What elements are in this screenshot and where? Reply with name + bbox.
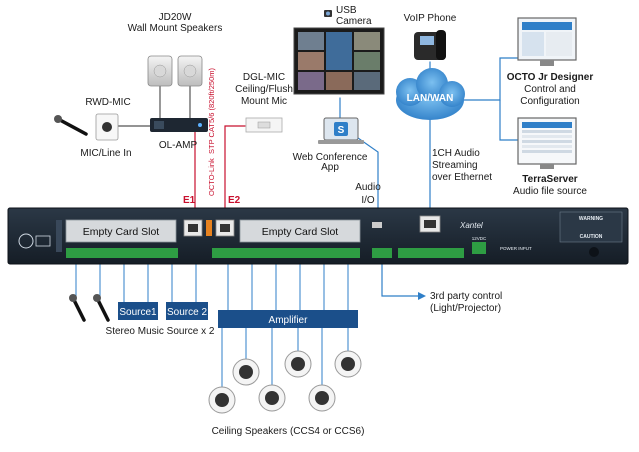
laptop-icon: S <box>318 117 364 144</box>
ceiling-speaker-icon <box>334 350 362 378</box>
e1-label: E1 <box>183 195 196 206</box>
lan-wan-label: LAN/WAN <box>407 93 454 104</box>
usb-camera-label-2: Camera <box>336 16 372 27</box>
ceiling-speaker-icon <box>284 350 312 378</box>
third-party-label-2: (Light/Projector) <box>430 303 501 314</box>
empty-card-slot-left: Empty Card Slot <box>83 226 160 238</box>
dgl-mic-label-1: DGL-MIC <box>243 72 285 83</box>
cable-spec-label: STP CAT5/6 (820ft/250m) <box>207 67 216 154</box>
microphone-icon <box>69 294 86 322</box>
dgl-mic-label-2: Ceiling/Flush <box>235 84 293 95</box>
voip-phone-label: VoIP Phone <box>404 13 457 24</box>
audio-io-label-2: I/O <box>361 195 375 206</box>
octo-designer-label-2: Control and <box>524 84 576 95</box>
ol-amp-device <box>150 118 208 132</box>
audio-stream-label-3: over Ethernet <box>432 172 492 183</box>
octo-link-cable-label: OCTO-Link STP CAT5/6 (820ft/250m) <box>207 67 216 196</box>
terraserver-label-2: Audio file source <box>513 186 587 197</box>
amplifier-label: Amplifier <box>269 315 309 326</box>
power-input-text: POWER INPUT <box>500 246 532 251</box>
web-conf-label-1: Web Conference <box>293 152 368 163</box>
stereo-music-label: Stereo Music Source x 2 <box>106 326 215 337</box>
third-party-label-1: 3rd party control <box>430 291 502 302</box>
video-conference-screen <box>293 27 385 95</box>
audio-stream-label-1: 1CH Audio <box>432 148 480 159</box>
ceiling-speaker-icon <box>258 384 286 412</box>
microphone-icon <box>93 294 110 322</box>
octo-rack-device <box>7 207 629 265</box>
voltage-text: 12VDC <box>472 236 487 241</box>
web-conf-label-2: App <box>321 162 339 173</box>
svg-text:S: S <box>338 125 345 136</box>
usb-camera-icon <box>324 10 332 17</box>
dgl-mic-label-3: Mount Mic <box>241 96 287 107</box>
rwd-mic-label: RWD-MIC <box>85 97 130 108</box>
designer-monitor-icon <box>517 17 577 66</box>
brand-logo: Xantel <box>459 221 483 230</box>
source2-box <box>166 302 208 320</box>
octo-link-label: OCTO-Link <box>207 158 216 196</box>
ceiling-speaker-icon <box>208 386 236 414</box>
source1-label: Source1 <box>119 307 157 318</box>
ceiling-speaker-icon <box>232 358 260 386</box>
ceiling-speaker-icon <box>308 384 336 412</box>
handheld-mic-icon <box>54 115 88 136</box>
audio-io-label-1: Audio <box>355 182 381 193</box>
jd20w-desc-label: Wall Mount Speakers <box>128 23 223 34</box>
caution-text: CAUTION <box>580 234 603 240</box>
source1-box <box>118 302 158 320</box>
dgl-mic-device <box>245 117 283 133</box>
jd20w-model-label: JD20W <box>159 12 192 23</box>
audio-stream-label-2: Streaming <box>432 160 478 171</box>
octo-designer-label-3: Configuration <box>520 96 579 107</box>
ceiling-speakers-group <box>208 350 362 414</box>
amplifier-box <box>218 310 358 328</box>
empty-card-slot-right: Empty Card Slot <box>262 226 339 238</box>
terraserver-label-1: TerraServer <box>522 174 578 185</box>
usb-camera-label-1: USB <box>336 5 357 16</box>
connection-lines <box>75 57 519 389</box>
jd20w-speakers <box>147 55 203 87</box>
lan-wan-cloud <box>396 68 465 120</box>
terraserver-monitor-icon <box>517 117 577 169</box>
octo-designer-label-1: OCTO Jr Designer <box>507 72 594 83</box>
ceiling-speakers-label: Ceiling Speakers (CCS4 or CCS6) <box>212 426 365 437</box>
source2-label: Source 2 <box>167 307 207 318</box>
voip-phone-icon <box>414 30 446 60</box>
warning-text: WARNING <box>579 216 603 222</box>
ol-amp-label: OL-AMP <box>159 140 198 151</box>
e2-label: E2 <box>228 195 241 206</box>
mic-line-in-label: MIC/Line In <box>80 148 131 159</box>
rwd-mic-device <box>95 113 119 141</box>
